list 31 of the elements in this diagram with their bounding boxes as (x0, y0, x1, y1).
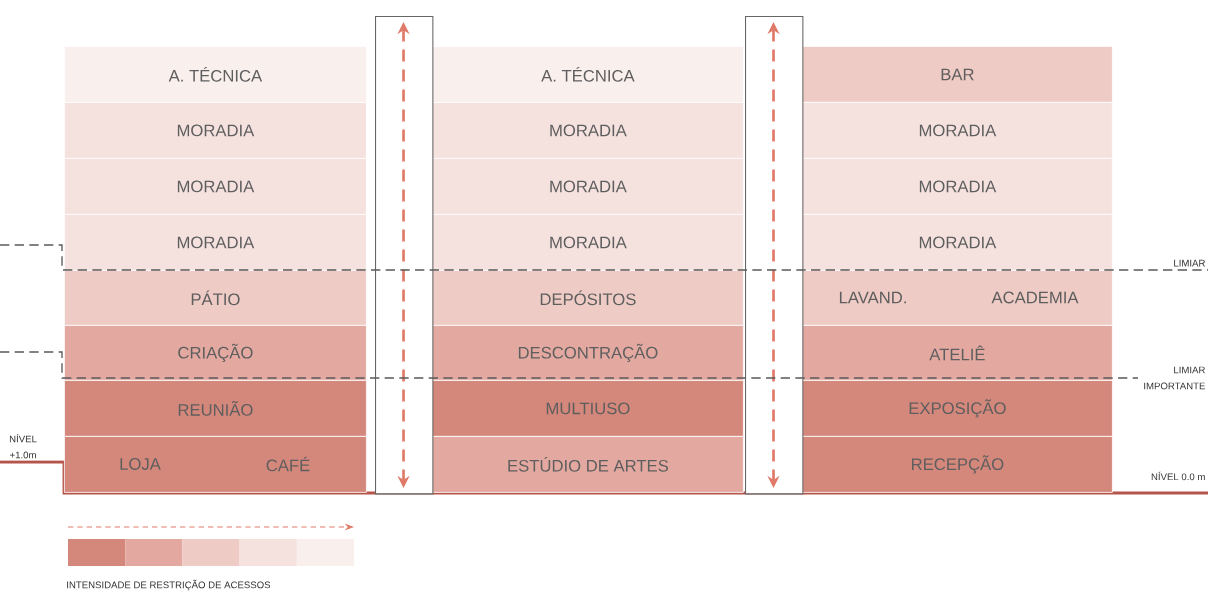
room-band: MORADIA (64, 214, 367, 271)
scale-caption: INTENSIDADE DE RESTRIÇÃO DE ACESSOS (67, 579, 271, 591)
level-label: NÍVEL +1.0m (9, 434, 37, 459)
circulation-shaft (375, 16, 434, 495)
room-band: A. TÉCNICA (432, 46, 744, 103)
room-band: MORADIA (432, 158, 744, 215)
room-band: MORADIA (802, 158, 1113, 215)
room-band: LOJA CAFÉ (64, 436, 367, 493)
room-band: DEPÓSITOS (432, 270, 744, 326)
room-band: CRIAÇÃO (64, 325, 367, 381)
room-band: LAVAND. ACADEMIA (802, 270, 1113, 326)
room-band: DESCONTRAÇÃO (432, 325, 744, 381)
room-band: RECEPÇÃO (802, 436, 1113, 493)
room-band: MORADIA (64, 158, 367, 215)
room-band: REUNIÃO (64, 380, 367, 437)
threshold-label: LIMIAR (1174, 259, 1205, 267)
room-band: EXPOSIÇÃO (802, 380, 1113, 437)
room-band: PÁTIO (64, 270, 367, 326)
room-band: MORADIA (64, 102, 367, 159)
room-band: MORADIA (432, 214, 744, 271)
room-band: A. TÉCNICA (64, 46, 367, 103)
room-band: ESTÚDIO DE ARTES (432, 436, 744, 493)
level-label: NÍVEL 0.0 m (1151, 471, 1205, 481)
room-band: BAR (802, 46, 1113, 103)
room-band: MULTIUSO (432, 380, 744, 437)
threshold-label: LIMIAR IMPORTANTE (1144, 366, 1205, 390)
room-band: MORADIA (802, 214, 1113, 271)
room-band: MORADIA (802, 102, 1113, 159)
room-band: ATELIÊ (802, 325, 1113, 381)
circulation-shaft (745, 16, 804, 495)
room-band: MORADIA (432, 102, 744, 159)
